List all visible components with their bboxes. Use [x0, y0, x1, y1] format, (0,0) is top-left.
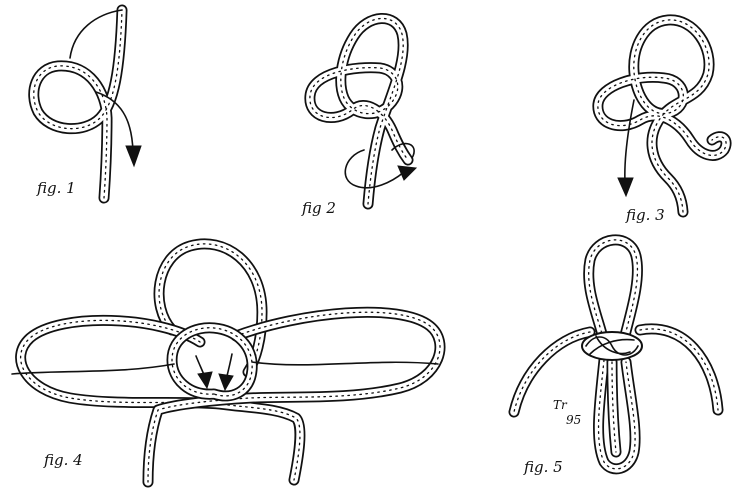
rope-strand	[34, 10, 122, 198]
rope-strand	[514, 332, 590, 412]
rope-strand	[310, 18, 408, 204]
figure-caption: fig. 3	[625, 206, 665, 224]
arrowhead-icon	[198, 372, 212, 388]
figure-caption: fig. 4	[43, 451, 83, 469]
figure-5: Tr 95 fig. 5	[514, 240, 718, 476]
rope-outer	[514, 332, 590, 412]
rope-inner	[598, 20, 726, 212]
draw-line	[625, 100, 634, 182]
knot-core	[582, 332, 642, 360]
figure-caption: fig 2	[301, 199, 336, 217]
rope-strand	[640, 329, 718, 410]
figure-4: fig. 4	[12, 244, 440, 482]
figure-2: fig 2	[301, 18, 416, 217]
figure-caption: fig. 1	[36, 179, 76, 197]
draw-line	[12, 364, 174, 374]
rope-strand	[172, 328, 252, 396]
figure-3: fig. 3	[598, 20, 726, 224]
arrowhead-icon	[618, 178, 633, 196]
figure-caption: fig. 5	[523, 458, 563, 476]
rope-strand	[598, 20, 726, 212]
artist-initials: Tr	[553, 398, 568, 412]
figure-1: fig. 1	[34, 10, 141, 198]
arrowhead-icon	[126, 146, 141, 166]
arrowhead-icon	[219, 374, 233, 390]
rope-strand	[612, 362, 616, 452]
artist-year: 95	[566, 413, 581, 427]
arrowhead-icon	[398, 166, 416, 180]
draw-line	[252, 362, 438, 365]
